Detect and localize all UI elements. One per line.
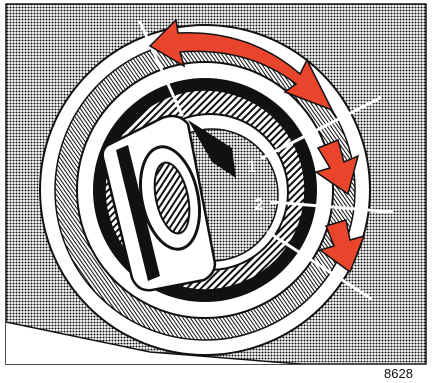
figure-number: 8628 [384,366,413,381]
position-label-0: 0 [172,121,181,140]
position-label-2: 2 [254,195,263,214]
switch-housing [40,25,370,355]
position-label-1: 1 [247,157,256,176]
